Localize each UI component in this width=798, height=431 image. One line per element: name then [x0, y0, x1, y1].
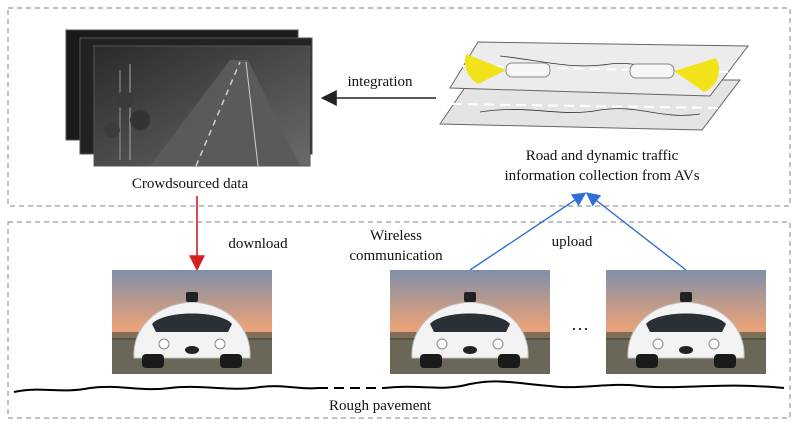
rough-pavement-label: Rough pavement [329, 398, 432, 414]
download-label: download [228, 236, 288, 252]
sensor-cone-left [464, 54, 506, 84]
integration-label: integration [348, 74, 413, 90]
rough-pavement-line-right [383, 380, 785, 389]
av-vehicle-upload-1 [389, 269, 551, 375]
av-vehicle-upload-2 [605, 269, 767, 375]
wireless-label-line1: Wireless [370, 228, 422, 244]
upload-label: upload [552, 234, 593, 250]
ellipsis-label: … [571, 314, 589, 334]
upload-arrow-right [585, 192, 687, 271]
crowdsourced-data-images [65, 29, 313, 167]
wireless-label-line2: communication [349, 248, 443, 264]
av-vehicle-download [111, 269, 273, 375]
road-layers-diagram [439, 41, 749, 131]
upload-arrow-left [469, 192, 587, 271]
crowdsourced-data-label: Crowdsourced data [132, 176, 249, 192]
collection-label-line1: Road and dynamic traffic [526, 148, 679, 164]
rough-pavement-line-left [13, 385, 319, 393]
collection-label-line2: information collection from AVs [504, 168, 699, 184]
bottom-panel [7, 221, 791, 419]
sensor-cone-right [674, 58, 720, 92]
top-panel [7, 7, 791, 207]
